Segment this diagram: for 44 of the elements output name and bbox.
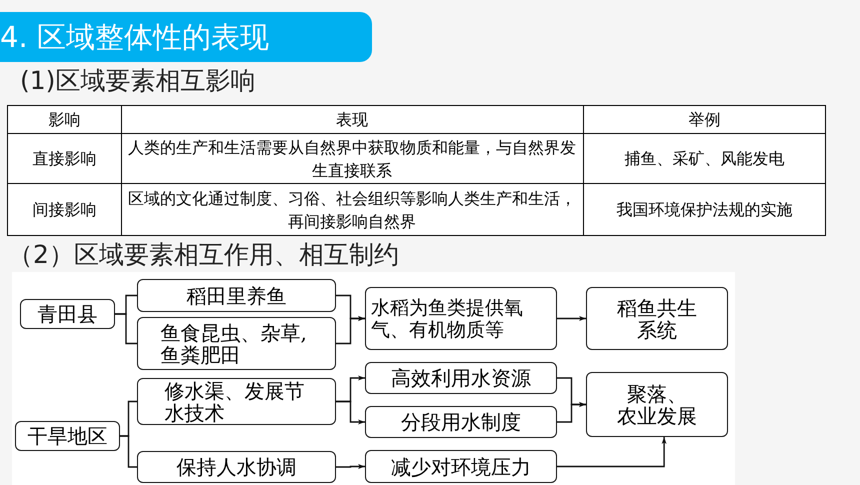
process-box xyxy=(137,451,336,483)
table-header-cell: 表现 xyxy=(121,106,584,134)
node-text: 聚落、农业发展 xyxy=(616,382,698,426)
table-cell: 捕鱼、采矿、风能发电 xyxy=(583,134,826,184)
arrow xyxy=(557,316,586,321)
node-text: 干旱地区 xyxy=(26,425,108,447)
table-cell: 直接影响 xyxy=(8,134,121,184)
node-text: 青田县 xyxy=(36,303,98,325)
node-text: 高效利用水资源 xyxy=(390,367,532,389)
table-cell: 人类的生产和生活需要从自然界中获取物质和能量，与自然界发生直接联系 xyxy=(121,134,584,184)
node-text: 鱼食昆虫、杂草,鱼粪肥田 xyxy=(160,322,308,366)
arrow xyxy=(557,437,667,468)
process-box xyxy=(15,421,120,451)
section-heading: (1)区域要素相互影响 xyxy=(20,65,256,97)
table-cell: 区域的文化通过制度、习俗、社会组织等影响人类生产和生活，再间接影响自然界 xyxy=(121,184,584,236)
arrow xyxy=(336,400,365,424)
process-box xyxy=(586,372,728,437)
process-box xyxy=(137,317,336,370)
node-text: 水稻为鱼类提供氧气、有机物质等 xyxy=(371,296,524,340)
connector-line xyxy=(120,435,137,468)
process-box xyxy=(365,287,557,350)
node-text: 减少对环境压力 xyxy=(390,456,532,478)
arrow xyxy=(336,464,365,469)
process-box xyxy=(20,299,115,329)
node-text: 稻田里养鱼 xyxy=(186,284,288,306)
node-text: 分段用水制度 xyxy=(400,411,522,433)
section-heading: （2）区域要素相互作用、相互制约 xyxy=(8,239,399,271)
process-box xyxy=(137,279,336,312)
table-cell: 我国环境保护法规的实施 xyxy=(583,184,826,236)
process-box xyxy=(137,378,336,425)
table-cell: 间接影响 xyxy=(8,184,121,236)
process-box xyxy=(586,287,728,350)
node-text: 修水渠、发展节水技术 xyxy=(164,380,306,424)
node-text: 稻鱼共生系统 xyxy=(616,296,698,340)
process-box xyxy=(365,362,557,394)
process-box xyxy=(365,450,557,483)
title-banner: 4. 区域整体性的表现 xyxy=(0,12,372,62)
arrow xyxy=(336,316,365,344)
table-header-cell: 举例 xyxy=(583,106,826,134)
process-box xyxy=(365,406,557,438)
arrow xyxy=(557,402,586,423)
connector-line xyxy=(115,313,137,344)
table-header-cell: 影响 xyxy=(8,106,121,134)
node-text: 保持人水协调 xyxy=(176,456,298,478)
